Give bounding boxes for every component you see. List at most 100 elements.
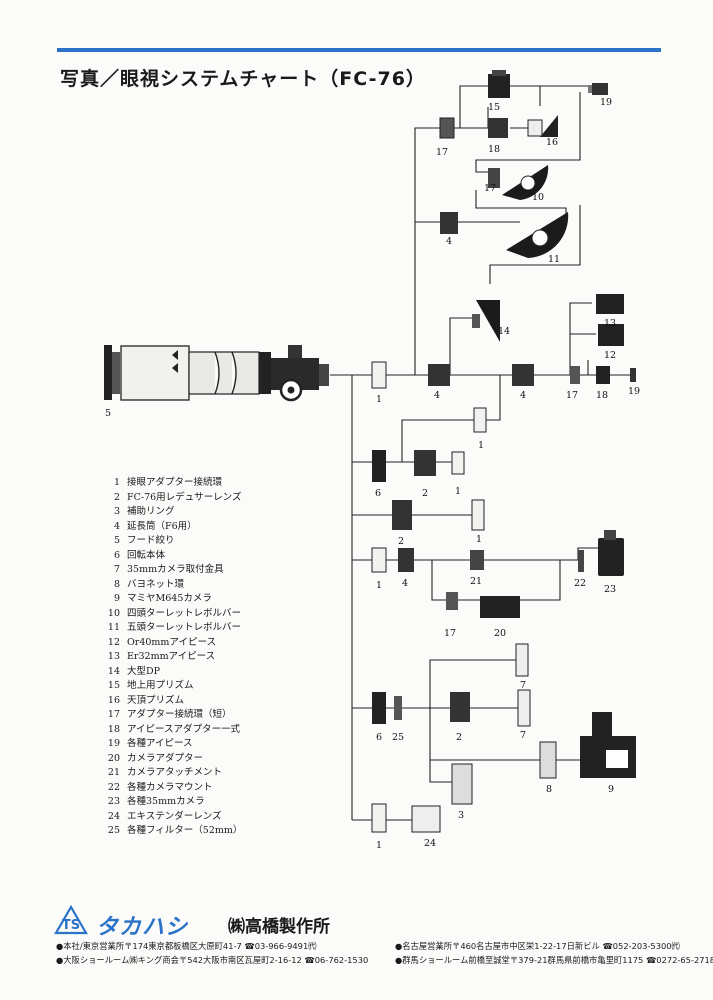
legend-number: 19 [107,738,120,749]
eyepiece-adapter-ring [471,499,485,531]
arrow-mark [172,363,178,373]
focuser-knob-center [287,386,295,394]
legend-label: フード絞り [127,535,175,546]
top-accent-bar [57,48,661,52]
address-osaka-showroom: ●大阪ショールーム㈱キング商会〒542大阪市南区瓦屋町2-16-12 ☎06-7… [56,955,369,965]
svg-text:TS: TS [62,918,80,933]
connector [431,560,561,601]
part-number: 22 [574,578,586,589]
legend-number: 5 [113,535,120,546]
part-number: 2 [398,536,404,547]
legend-number: 11 [107,622,120,633]
eyepiece-adapter-ring [473,407,487,433]
part-number: 17 [436,147,448,158]
company-name: ㈱高橋製作所 [228,917,330,937]
focuser-body [259,352,271,394]
part-number: 13 [604,318,616,329]
legend-label: アイピースアダプター一式 [127,723,241,735]
terrestrial-prism [488,74,510,98]
adapter-ring-short [446,592,458,610]
legend-label: Er32mmアイピース [127,651,216,662]
part-number: 4 [446,236,452,247]
camera-attachment [470,550,484,570]
eyepiece-adapter-ring [371,361,387,389]
35mm-camera-mount-bracket [515,643,529,677]
address-gunma-showroom: ●群馬ショールーム前橋至誠堂〒379-21群馬県前橋市亀里町1175 ☎0272… [395,955,713,965]
part-number: 11 [548,254,560,265]
extender-lens [411,805,441,833]
legend-label: 各種アイピース [127,738,193,749]
part-number: 24 [424,838,436,849]
zenith-prism [540,115,558,137]
hood-stop [104,345,112,400]
connector [330,85,488,376]
legend-number: 4 [113,520,120,532]
legend-number: 7 [113,564,120,575]
page-title: 写真／眼視システムチャート（FC-76） [60,68,426,90]
telescope-objective-cell [120,345,190,401]
components [371,70,636,833]
adapter-ring-short [488,168,500,188]
part-number: 20 [494,628,506,639]
part-number: 14 [498,326,510,337]
connection-lines [330,85,630,821]
connector [475,190,567,218]
eyepiece-adapter [488,118,508,138]
part-number: 2 [456,732,462,743]
part-number: 18 [596,390,608,401]
connector [475,92,581,173]
extension-tube [398,548,414,572]
legend-number: 13 [107,651,120,662]
legend-item: 11 五頭ターレットレボルバー [96,621,296,636]
eyepiece-adapter [596,366,610,384]
legend-label: アダプター接続環（短） [127,709,232,720]
legend-number: 15 [107,680,120,691]
part-number: 4 [402,578,408,589]
connector [352,547,598,561]
eyepiece-top [592,83,608,95]
part-number: 1 [478,440,484,451]
camera-prism [604,530,616,540]
part-number: 17 [566,390,578,401]
legend-label: 五頭ターレットレボルバー [127,622,242,633]
address-nagoya-office: ●名古屋営業所〒460名古屋市中区栄1-22-17日新ビル ☎052-203-5… [395,941,680,951]
focuser-knob-top [288,345,302,358]
large-diagonal-prism [476,300,500,342]
connector [415,302,592,376]
part-number: 10 [532,192,544,203]
legend-number: 17 [107,709,120,720]
part-number: 7 [520,730,526,741]
legend-number: 20 [107,752,120,764]
legend-number: 8 [113,578,120,590]
part-number: 1 [376,580,382,591]
legend-label: 四頭ターレットレボルバー [127,607,242,619]
part-number: 18 [488,144,500,155]
part-number: 21 [470,576,482,587]
legend-label: 延長筒（F6用） [127,520,197,532]
part-number: 25 [392,732,404,743]
legend-number: 12 [107,636,120,648]
eyepiece-top-barrel [588,85,592,93]
part-number: 7 [520,680,526,691]
legend-label: FC-76用レデュサーレンズ [127,491,242,503]
part-number: 6 [376,732,382,743]
legend-label: 各種35mmカメラ [127,796,205,807]
legend-item: 17 アダプター接続環（短） [96,708,296,723]
bayonet-ring [539,741,557,779]
part-number: 1 [455,486,461,497]
part-number: 1 [376,394,382,405]
rotating-body [372,450,386,482]
eyepiece-adapter-ring [451,451,465,475]
reducer-lens [414,450,436,476]
